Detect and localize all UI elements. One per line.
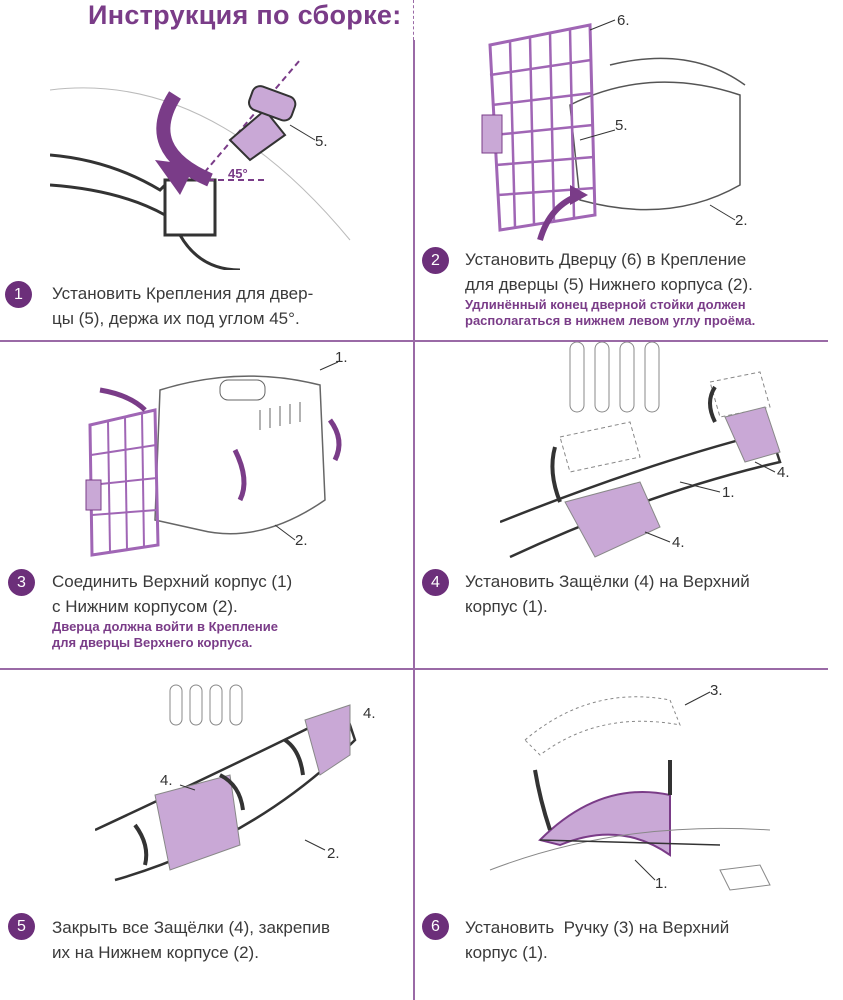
step-note-line: Удлинённый конец дверной стойки должен [465, 297, 746, 312]
step-1-illustration: 5. 45° [50, 59, 351, 270]
bottom-label: 2. [735, 212, 748, 229]
step-text-line: Установить Крепления для двер- [52, 284, 314, 303]
step-text-line: с Нижним корпусом (2). [52, 597, 238, 616]
step-text-line: Установить Ручку (3) на Верхний [465, 918, 730, 937]
step-note-line: для дверцы Верхнего корпуса. [52, 635, 253, 650]
step-number: 3 [8, 569, 35, 596]
angle-label: 45° [228, 166, 248, 181]
step-5-illustration: 4. 4. 2. [95, 684, 376, 882]
latch-label: 4. [777, 464, 790, 481]
step-text-line: Соединить Верхний корпус (1) [52, 572, 293, 591]
bottom-label: 2. [327, 845, 340, 862]
step-text-line: Закрыть все Защёлки (4), закрепив [52, 918, 331, 937]
top-label: 1. [722, 484, 735, 501]
mount-label: 5. [615, 117, 628, 134]
step-4-illustration: 1. 4. 4. [500, 342, 790, 559]
step-2-text: Установить Дверцу (6) в Крепление для дв… [465, 247, 755, 329]
step-text-line: их на Нижнем корпусе (2). [52, 943, 259, 962]
step-number: 5 [8, 913, 35, 940]
step-text-line: корпус (1). [465, 943, 548, 962]
top-label: 1. [335, 350, 348, 366]
step-1-text: Установить Крепления для двер- цы (5), д… [52, 281, 313, 331]
step-number: 1 [5, 281, 32, 308]
step-3-text: Соединить Верхний корпус (1) с Нижним ко… [52, 569, 292, 651]
step-2-illustration: 6. 5. 2. [481, 12, 748, 241]
divider [0, 668, 828, 670]
page-title: Инструкция по сборке: [88, 0, 402, 30]
step-text-line: для дверцы (5) Нижнего корпуса (2). [465, 275, 753, 294]
part-label: 5. [315, 133, 328, 150]
step-3-illustration: 1. 2. [85, 350, 348, 557]
step-6-text: Установить Ручку (3) на Верхний корпус (… [465, 915, 729, 965]
step-number: 4 [422, 569, 449, 596]
handle-label: 3. [710, 682, 723, 699]
step-note-line: Дверца должна войти в Крепление [52, 619, 278, 634]
step-text-line: цы (5), держа их под углом 45°. [52, 309, 300, 328]
divider [0, 340, 828, 342]
latch-label: 4. [160, 772, 173, 789]
door-label: 6. [617, 12, 630, 29]
step-text-line: Установить Дверцу (6) в Крепление [465, 250, 747, 269]
latch-label: 4. [363, 705, 376, 722]
step-text-line: корпус (1). [465, 597, 548, 616]
step-note-line: располагаться в нижнем левом углу проёма… [465, 313, 756, 328]
divider [413, 40, 415, 1000]
step-text-line: Установить Защёлки (4) на Верхний [465, 572, 750, 591]
top-label: 1. [655, 875, 668, 892]
step-number: 2 [422, 247, 449, 274]
bottom-label: 2. [295, 532, 308, 549]
latch-label: 4. [672, 534, 685, 551]
step-4-text: Установить Защёлки (4) на Верхний корпус… [465, 569, 750, 619]
step-number: 6 [422, 913, 449, 940]
step-6-illustration: 3. 1. [489, 682, 771, 892]
step-5-text: Закрыть все Защёлки (4), закрепив их на … [52, 915, 330, 965]
divider [413, 0, 416, 40]
